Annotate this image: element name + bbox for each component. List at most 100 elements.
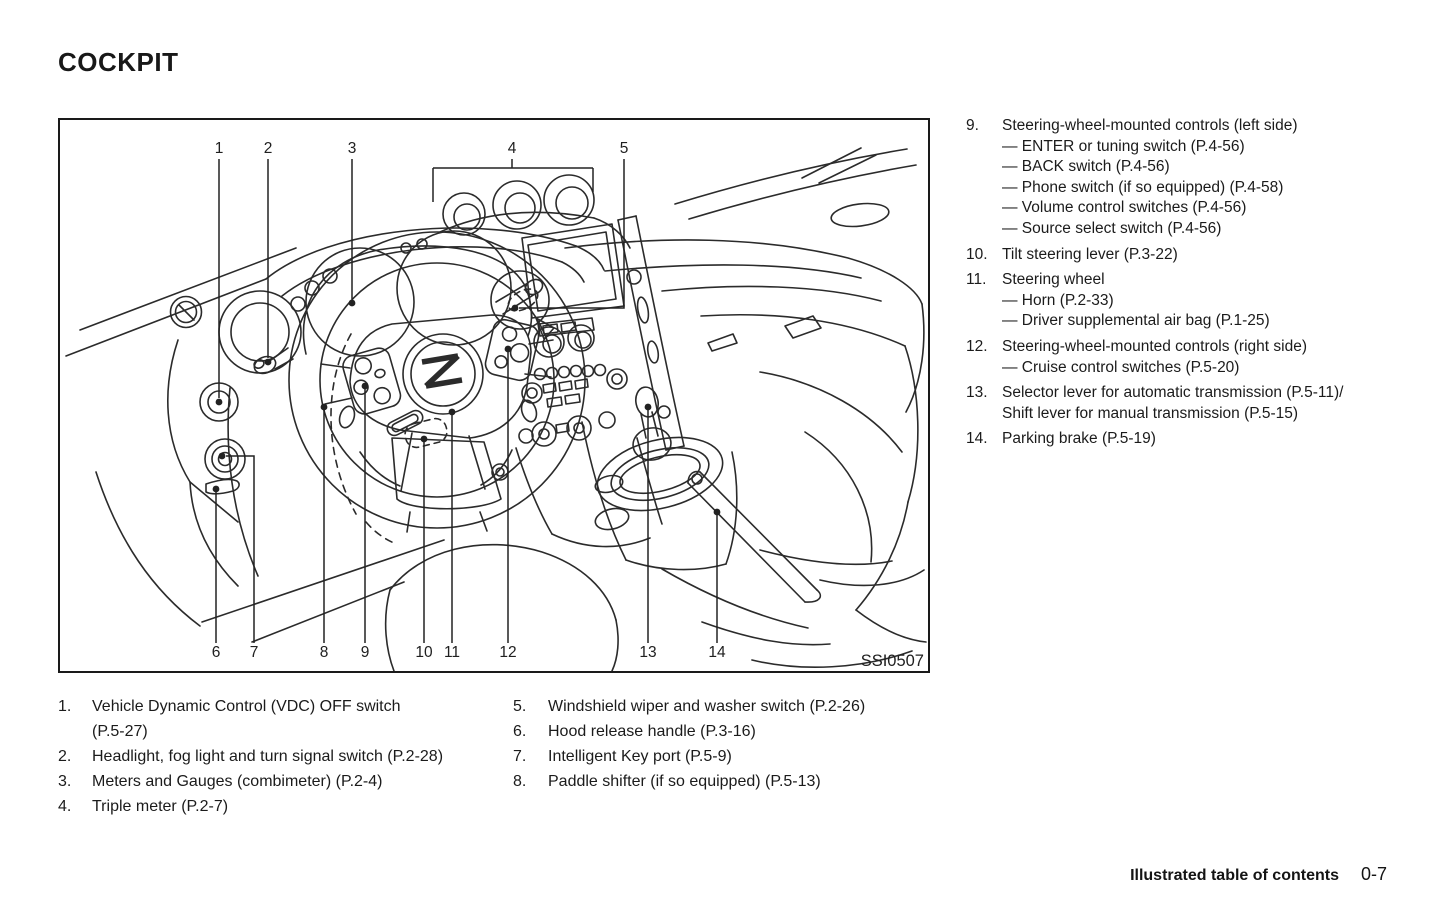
callout-number: 11 xyxy=(444,644,460,661)
legend-item-text: Paddle shifter (if so equipped) (P.5-13) xyxy=(548,773,821,790)
legend-item: 14. Parking brake (P.5-19) xyxy=(966,429,1406,450)
legend-item-number: 2. xyxy=(58,748,72,765)
legend-item-text: Windshield wiper and washer switch (P.2-… xyxy=(548,698,866,715)
legend-item-text-cont: Shift lever for manual transmission (P.5… xyxy=(1002,404,1299,422)
intelligent-key-port xyxy=(204,438,246,480)
steering-column xyxy=(391,417,509,533)
figure-code: SSI0507 xyxy=(861,652,924,670)
callout-lines xyxy=(215,159,718,643)
page-title: COCKPIT xyxy=(58,47,179,77)
legend-item: 12. Steering-wheel-mounted controls (rig… xyxy=(966,337,1406,378)
legend-right: 9. Steering-wheel-mounted controls (left… xyxy=(966,116,1406,455)
callout-number: 1 xyxy=(215,140,224,157)
callout-number: 3 xyxy=(348,140,357,157)
callout-number: 10 xyxy=(415,644,433,661)
legend-subitem: — ENTER or tuning switch (P.4-56) xyxy=(1002,137,1245,155)
cockpit-figure-frame: 1 2 3 4 5 6 7 8 9 10 11 12 13 14 SSI0507 xyxy=(58,118,930,673)
legend-item-number: 10. xyxy=(966,245,988,263)
callout-number: 12 xyxy=(499,644,516,661)
legend-item: 3. Meters and Gauges (combimeter) (P.2-4… xyxy=(58,769,503,794)
triple-meter-pods xyxy=(439,174,631,249)
cluster-hood xyxy=(265,227,605,297)
speedometer xyxy=(396,230,512,346)
audio-controls xyxy=(521,363,628,408)
legend-subitem: — BACK switch (P.4-56) xyxy=(1002,158,1170,176)
callout-number: 7 xyxy=(250,644,259,661)
callout-number: 9 xyxy=(361,644,370,661)
legend-item-text: Meters and Gauges (combimeter) (P.2-4) xyxy=(92,773,383,790)
legend-subitem: — Horn (P.2-33) xyxy=(1002,291,1114,309)
callout-dots xyxy=(212,299,721,516)
legend-item-text: Vehicle Dynamic Control (VDC) OFF switch xyxy=(92,698,401,715)
legend-item: 6. Hood release handle (P.3-16) xyxy=(513,719,933,744)
legend-item-text: Selector lever for automatic transmissio… xyxy=(1002,384,1344,402)
seats-floor xyxy=(201,539,927,671)
legend-subitem: — Volume control switches (P.4-56) xyxy=(1002,199,1247,217)
legend-item-number: 3. xyxy=(58,773,72,790)
passenger-dash xyxy=(564,147,925,611)
center-stack xyxy=(515,223,663,548)
legend-item-number: 8. xyxy=(513,773,527,790)
legend-item: 11. Steering wheel — Horn (P.2-33) — Dri… xyxy=(966,270,1406,332)
footer-section-title: Illustrated table of contents xyxy=(1130,867,1339,884)
legend-item-text: Intelligent Key port (P.5-9) xyxy=(548,748,732,765)
legend-item-number: 13. xyxy=(966,384,988,402)
turn-signal-stalk xyxy=(253,347,294,375)
legend-item: 1. Vehicle Dynamic Control (VDC) OFF swi… xyxy=(58,694,503,744)
legend-subitem: — Phone switch (if so equipped) (P.4-58) xyxy=(1002,178,1284,196)
shift-lever xyxy=(634,386,660,439)
legend-item: 8. Paddle shifter (if so equipped) (P.5-… xyxy=(513,769,933,794)
legend-item-text: Parking brake (P.5-19) xyxy=(1002,430,1156,448)
legend-item-text: Headlight, fog light and turn signal swi… xyxy=(92,748,444,765)
cockpit-illustration: 1 2 3 4 5 6 7 8 9 10 11 12 13 14 SSI0507 xyxy=(65,140,927,671)
tachometer xyxy=(305,247,415,357)
center-console xyxy=(581,386,738,571)
legend-item: 9. Steering-wheel-mounted controls (left… xyxy=(966,116,1406,240)
callout-number: 2 xyxy=(264,140,273,157)
legend-item-text: Steering-wheel-mounted controls (left si… xyxy=(1002,117,1298,134)
legend-item-number: 14. xyxy=(966,430,988,448)
legend-item: 2. Headlight, fog light and turn signal … xyxy=(58,744,503,769)
legend-item-number: 11. xyxy=(966,271,987,289)
legend-item-number: 6. xyxy=(513,723,527,740)
paddle-shifter-hidden xyxy=(330,333,357,515)
legend-middle: 5. Windshield wiper and washer switch (P… xyxy=(513,694,933,794)
legend-left: 1. Vehicle Dynamic Control (VDC) OFF swi… xyxy=(58,694,503,819)
legend-item: 13. Selector lever for automatic transmi… xyxy=(966,383,1406,424)
legend-item-text: Tilt steering lever (P.3-22) xyxy=(1002,245,1178,263)
legend-item-text: Hood release handle (P.3-16) xyxy=(548,723,756,740)
legend-item-number: 7. xyxy=(513,748,527,765)
legend-item: 5. Windshield wiper and washer switch (P… xyxy=(513,694,933,719)
footer-page-number: 0-7 xyxy=(1360,864,1387,884)
legend-item-text: Triple meter (P.2-7) xyxy=(92,798,229,815)
wiper-stalk xyxy=(495,278,544,315)
legend-item-text: Steering-wheel-mounted controls (right s… xyxy=(1002,337,1307,355)
legend-item-text-cont: (P.5-27) xyxy=(92,723,148,740)
center-stack-side-trim xyxy=(617,215,685,451)
callout-number: 5 xyxy=(620,140,629,157)
legend-item: 7. Intelligent Key port (P.5-9) xyxy=(513,744,933,769)
legend-item: 10. Tilt steering lever (P.3-22) xyxy=(966,245,1406,266)
legend-item-number: 1. xyxy=(58,698,72,715)
callout-number: 8 xyxy=(320,644,329,661)
dashboard-left xyxy=(65,247,297,627)
legend-subitem: — Cruise control switches (P.5-20) xyxy=(1002,358,1240,376)
legend-item-number: 9. xyxy=(966,117,979,134)
hood-release-handle xyxy=(205,478,240,495)
right-spoke-controls xyxy=(484,318,540,382)
callout-number: 6 xyxy=(212,644,221,661)
page-footer: Illustrated table of contents 0-7 xyxy=(1130,864,1387,885)
callout-numbers: 1 2 3 4 5 6 7 8 9 10 11 12 13 14 xyxy=(212,140,726,661)
legend-item: 4. Triple meter (P.2-7) xyxy=(58,794,503,819)
legend-item-number: 12. xyxy=(966,337,988,355)
callout-number: 14 xyxy=(708,644,726,661)
callout-number: 4 xyxy=(508,140,517,157)
legend-item-number: 4. xyxy=(58,798,72,815)
legend-subitem: — Driver supplemental air bag (P.1-25) xyxy=(1002,312,1270,330)
horn-pad xyxy=(402,333,484,415)
parking-brake-lever xyxy=(687,470,822,603)
climate-controls xyxy=(518,411,616,447)
left-spoke-controls xyxy=(342,347,402,415)
legend-subitem: — Source select switch (P.4-56) xyxy=(1002,219,1222,237)
